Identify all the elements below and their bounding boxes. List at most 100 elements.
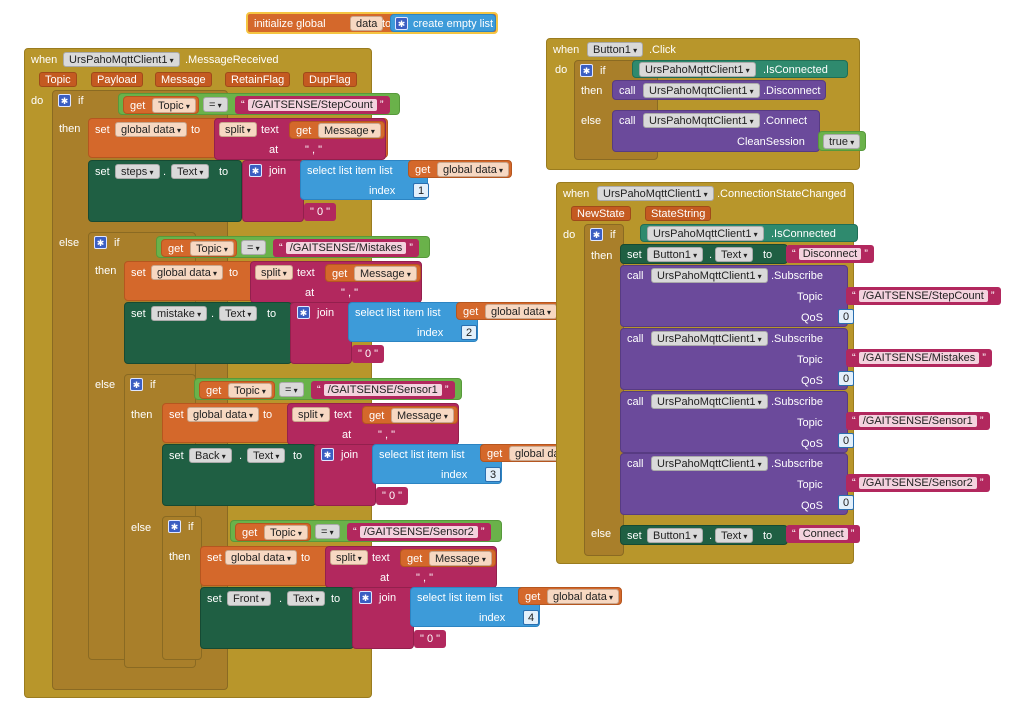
topic-string-value[interactable]: /GAITSENSE/Mistakes (285, 242, 407, 254)
topic-string-value[interactable]: /GAITSENSE/Sensor2 (359, 526, 478, 538)
join-block[interactable]: ✱ join (314, 444, 376, 506)
set-property-block[interactable]: set steps . Text to (88, 160, 242, 222)
global-data-var[interactable]: global data (547, 589, 620, 604)
qos-number[interactable]: 0 (838, 495, 855, 510)
true-block[interactable]: true (818, 131, 866, 151)
component-dropdown[interactable]: steps (115, 164, 160, 179)
topic-string[interactable]: “ /GAITSENSE/Sensor2 ” (846, 474, 990, 492)
compare-block[interactable]: get Topic = “ /GAITSENSE/Sensor1 ” (194, 378, 462, 400)
topic-string[interactable]: “ /GAITSENSE/StepCount ” (846, 287, 1001, 305)
param-topic[interactable]: Topic (39, 72, 77, 87)
select-list-item-block[interactable]: select list item list index 1 (300, 160, 430, 200)
param-newstate[interactable]: NewState (571, 206, 631, 221)
get-message-block[interactable]: get Message (289, 121, 385, 139)
join-block[interactable]: ✱ join (352, 587, 414, 649)
property-dropdown[interactable]: Text (171, 164, 210, 179)
get-message-block[interactable]: get Message (362, 406, 458, 424)
equals-dropdown[interactable]: = (241, 240, 266, 255)
gear-icon[interactable]: ✱ (168, 520, 181, 533)
get-global-data-block[interactable]: get global data (518, 587, 622, 605)
set-property-block[interactable]: set mistake . Text to (124, 302, 292, 364)
mqtt-component-dropdown[interactable]: UrsPahoMqttClient1 (647, 226, 764, 241)
gear-icon[interactable]: ✱ (359, 591, 372, 604)
param-payload[interactable]: Payload (91, 72, 143, 87)
split-dropdown[interactable]: split (219, 122, 257, 137)
get-topic-block[interactable]: get Topic (235, 523, 311, 541)
global-data-var[interactable]: global data (187, 407, 260, 422)
select-list-item-block[interactable]: select list item list index 4 (410, 587, 540, 627)
global-data-var[interactable]: global data (485, 304, 558, 319)
topic-string[interactable]: “ /GAITSENSE/Mistakes ” (273, 239, 419, 257)
disconnect-string[interactable]: “ Disconnect ” (786, 245, 874, 263)
gear-icon[interactable]: ✱ (58, 94, 71, 107)
comma-value[interactable]: " , " (416, 572, 433, 584)
join-block[interactable]: ✱ join (290, 302, 352, 364)
topic-var[interactable]: Topic (190, 241, 234, 256)
topic-string[interactable]: “ /GAITSENSE/Mistakes ” (846, 349, 992, 367)
gear-icon[interactable]: ✱ (94, 236, 107, 249)
set-button-text-block[interactable]: set Button1 . Text to (620, 244, 788, 264)
topic-string-value[interactable]: /GAITSENSE/StepCount (858, 290, 988, 302)
set-global-block[interactable]: set global data to (124, 261, 254, 301)
zero-value[interactable]: " 0 " (310, 206, 331, 218)
param-message[interactable]: Message (155, 72, 212, 87)
mqtt-component-dropdown[interactable]: UrsPahoMqttClient1 (651, 331, 768, 346)
index-number[interactable]: 4 (523, 610, 540, 625)
set-global-block[interactable]: set global data to (162, 403, 292, 443)
mqtt-component-dropdown[interactable]: UrsPahoMqttClient1 (639, 62, 756, 77)
button-dropdown[interactable]: Button1 (647, 247, 704, 262)
gear-icon[interactable]: ✱ (130, 378, 143, 391)
split-block[interactable]: split text get Message at " , " (325, 546, 497, 588)
gear-icon[interactable]: ✱ (590, 228, 603, 241)
equals-dropdown[interactable]: = (203, 97, 228, 112)
qos-number[interactable]: 0 (838, 309, 855, 324)
split-block[interactable]: split text get Message at " , " (214, 118, 386, 160)
property-dropdown[interactable]: Text (247, 448, 286, 463)
if-block-4[interactable]: ✱ if then (162, 516, 202, 660)
if-block-state[interactable]: ✱ if then else (584, 224, 624, 556)
index-number[interactable]: 1 (413, 183, 430, 198)
message-var[interactable]: Message (318, 123, 381, 138)
topic-string-value[interactable]: /GAITSENSE/Sensor1 (858, 415, 977, 427)
comma-string[interactable]: " , " (335, 284, 364, 302)
get-global-data-block[interactable]: get global data (456, 302, 560, 320)
split-dropdown[interactable]: split (255, 265, 293, 280)
split-block[interactable]: split text get Message at " , " (250, 261, 422, 303)
param-dupflag[interactable]: DupFlag (303, 72, 357, 87)
component-dropdown[interactable]: Front (227, 591, 271, 606)
param-retainflag[interactable]: RetainFlag (225, 72, 291, 87)
gear-icon[interactable]: ✱ (395, 17, 408, 30)
gear-icon[interactable]: ✱ (580, 64, 593, 77)
button-dropdown[interactable]: Button1 (647, 528, 704, 543)
subscribe-block-2[interactable]: call UrsPahoMqttClient1 .Subscribe Topic… (620, 328, 848, 390)
set-property-block[interactable]: set Front . Text to (200, 587, 354, 649)
is-connected-block[interactable]: UrsPahoMqttClient1 .IsConnected (632, 60, 848, 78)
topic-string-value[interactable]: /GAITSENSE/StepCount (247, 99, 377, 111)
button-dropdown[interactable]: Button1 (587, 42, 644, 57)
property-dropdown[interactable]: Text (219, 306, 258, 321)
disconnect-string-value[interactable]: Disconnect (798, 248, 862, 260)
call-connect-block[interactable]: call UrsPahoMqttClient1 .Connect CleanSe… (612, 110, 820, 152)
topic-string-value[interactable]: /GAITSENSE/Sensor2 (858, 477, 977, 489)
get-topic-block[interactable]: get Topic (161, 239, 237, 257)
global-data-var[interactable]: global data (115, 122, 188, 137)
gear-icon[interactable]: ✱ (249, 164, 262, 177)
set-property-block[interactable]: set Back . Text to (162, 444, 316, 506)
topic-string[interactable]: “ /GAITSENSE/Sensor1 ” (311, 381, 455, 399)
mqtt-component-dropdown[interactable]: UrsPahoMqttClient1 (651, 394, 768, 409)
split-block[interactable]: split text get Message at " , " (287, 403, 459, 445)
subscribe-block-4[interactable]: call UrsPahoMqttClient1 .Subscribe Topic… (620, 453, 848, 515)
split-dropdown[interactable]: split (292, 407, 330, 422)
get-topic-block[interactable]: get Topic (123, 96, 199, 114)
topic-var[interactable]: Topic (152, 98, 196, 113)
compare-block[interactable]: get Topic = “ /GAITSENSE/Sensor2 ” (230, 520, 502, 542)
zero-string[interactable]: " 0 " (304, 203, 337, 221)
mqtt-component-dropdown[interactable]: UrsPahoMqttClient1 (643, 113, 760, 128)
call-disconnect-block[interactable]: call UrsPahoMqttClient1 .Disconnect (612, 80, 826, 100)
initialize-global-block[interactable]: initialize global data to ✱ create empty… (246, 12, 498, 34)
join-block[interactable]: ✱ join (242, 160, 304, 222)
index-number[interactable]: 2 (461, 325, 478, 340)
param-statestring[interactable]: StateString (645, 206, 712, 221)
message-var[interactable]: Message (429, 551, 492, 566)
comma-string[interactable]: " , " (372, 426, 401, 444)
